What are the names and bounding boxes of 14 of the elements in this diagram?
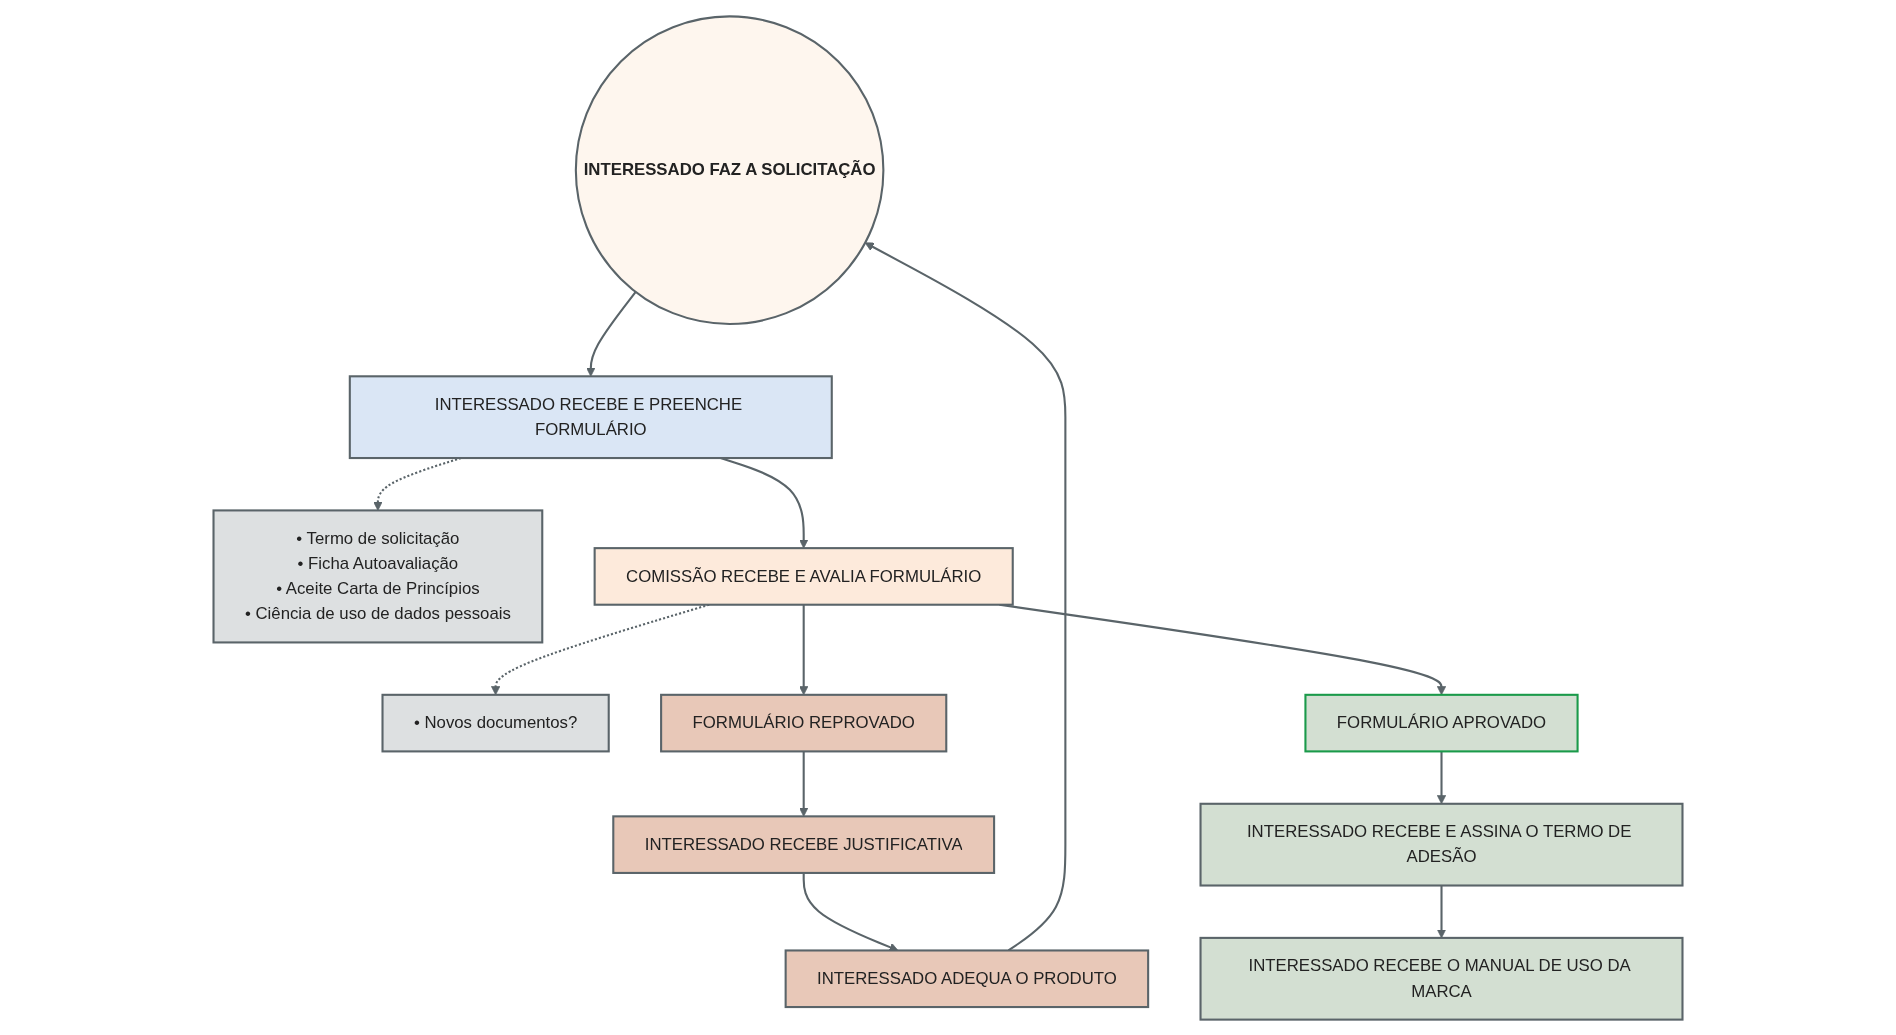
node-box: INTERESSADO RECEBE O MANUAL DE USO DA MARCA: [1199, 936, 1684, 1021]
node-box: INTERESSADO RECEBE E ASSINA O TERMO DE ADESÃO: [1199, 802, 1684, 887]
node-box: COMISSÃO RECEBE E AVALIA FORMULÁRIO: [593, 546, 1014, 606]
node-box: FORMULÁRIO APROVADO: [1304, 693, 1579, 752]
node-box: • Termo de solicitação • Ficha Autoavaliação • Aceite Carta de Princípios • Ciência de uso de dados pessoais: [212, 508, 544, 643]
arrow: [1436, 750, 1447, 804]
node-circle: INTERESSADO FAZ A SOLICITAÇÃO: [574, 14, 885, 325]
node-box: INTERESSADO RECEBE E PREENCHE FORMULÁRIO: [348, 374, 833, 459]
node-box: FORMULÁRIO REPROVADO: [660, 693, 948, 752]
node-box: INTERESSADO ADEQUA O PRODUTO: [784, 948, 1150, 1008]
arrow: [1436, 885, 1447, 938]
node-box: INTERESSADO RECEBE JUSTIFICATIVA: [612, 814, 996, 874]
node-box: • Novos documentos?: [381, 693, 610, 752]
arrow: [799, 604, 809, 695]
